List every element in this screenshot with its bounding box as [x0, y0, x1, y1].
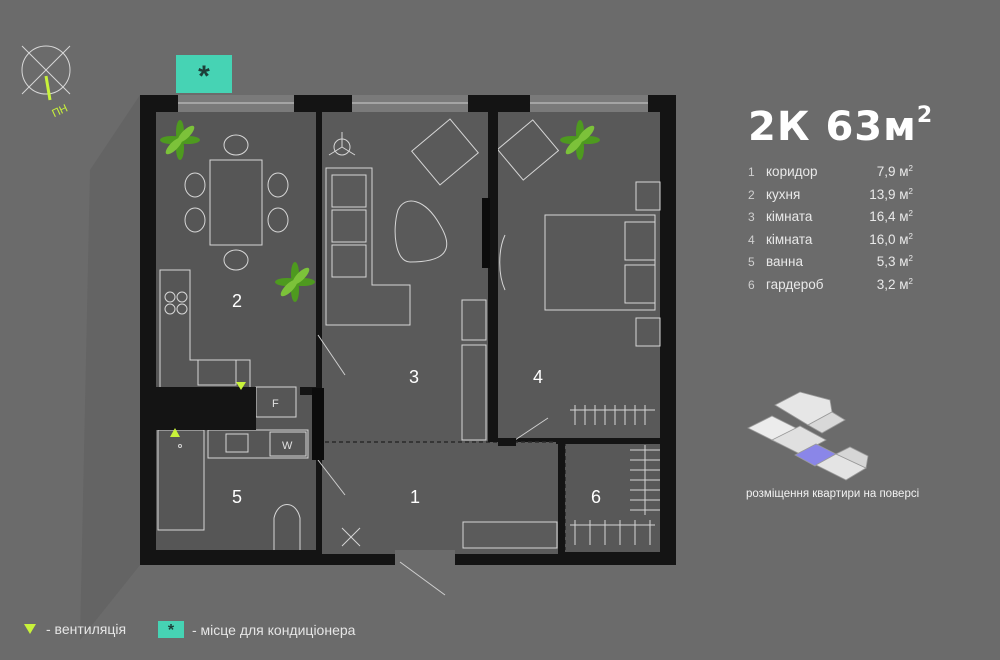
room-label-6: 6: [591, 487, 601, 507]
apartment-title: 2К 63м2: [748, 103, 934, 150]
plant-icon: [160, 120, 200, 160]
ventilation-legend-icon: [24, 624, 36, 634]
compass-icon: ПН: [21, 45, 71, 120]
ac-location-marker: [176, 55, 232, 93]
room-area-row: 5 ванна 5,3 м2: [748, 254, 913, 269]
room-bedroom-floor: [498, 112, 660, 438]
wardrobe-rails: [570, 445, 660, 545]
kitchen-furniture: [159, 134, 297, 418]
washer-label: W: [282, 440, 293, 452]
fridge-label: F: [272, 398, 279, 410]
plant-icon: [275, 262, 315, 302]
room-area-row: 4 кімната 16,0 м2: [748, 231, 913, 247]
ventilation-icon: [170, 428, 180, 437]
room-area-row: 2 кухня 13,9 м2: [748, 186, 913, 202]
inner-walls: [140, 112, 660, 554]
room-area-list: 1 коридор 7,9 м2 2 кухня 13,9 м2 3 кімна…: [748, 164, 913, 299]
room-label-5: 5: [232, 487, 242, 507]
room-area-row: 1 коридор 7,9 м2: [748, 164, 913, 179]
ventilation-icon: [236, 382, 246, 390]
room-wardrobe-floor: [565, 442, 660, 552]
room-label-1: 1: [410, 487, 420, 507]
bedroom-furniture: [496, 119, 661, 425]
floor-location-map: [747, 391, 869, 481]
corridor-furniture: [341, 521, 558, 549]
room-label-3: 3: [409, 367, 419, 387]
room-label-4: 4: [533, 367, 543, 387]
room-label-2: 2: [232, 291, 242, 311]
room-area-row: 6 гардероб 3,2 м2: [748, 276, 913, 292]
legend-ac: * - місце для кондиціонера: [158, 621, 355, 639]
ac-symbol: *: [198, 60, 210, 93]
plant-icon: [560, 120, 600, 160]
entrance-opening: [395, 550, 455, 565]
living-furniture: [325, 118, 487, 441]
ac-legend-icon: *: [158, 621, 184, 639]
compass-label: ПН: [50, 102, 69, 120]
floor-location-caption: розміщення квартири на поверсі: [746, 488, 920, 500]
room-corridor-floor: [322, 442, 558, 554]
legend-ventilation: - вентиляція: [24, 621, 126, 637]
room-area-row: 3 кімната 16,4 м2: [748, 209, 913, 224]
